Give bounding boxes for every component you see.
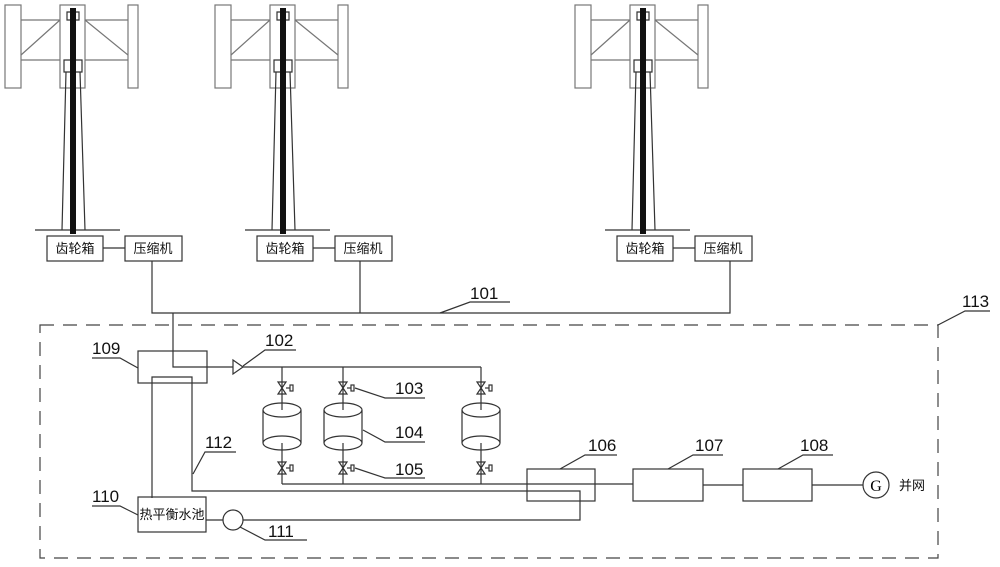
- label-104: 104: [395, 423, 423, 442]
- gearbox-label: 齿轮箱: [625, 241, 664, 256]
- grid-connection-text: 并网: [899, 478, 925, 493]
- gearbox-label: 齿轮箱: [55, 241, 94, 256]
- blade: [214, 4, 232, 89]
- tower: [35, 71, 120, 231]
- unit-108: [742, 468, 813, 502]
- generator: [862, 471, 890, 499]
- valve-icon: [337, 381, 349, 395]
- blade: [574, 4, 592, 89]
- blade-struts: [230, 19, 339, 61]
- system-boundary-113: [39, 324, 939, 559]
- label-107: 107: [695, 436, 723, 455]
- valve-icon: [475, 381, 487, 395]
- gas-tank-branch: [262, 367, 302, 484]
- gas-tank-branch: [323, 367, 363, 484]
- unit-107: [632, 468, 704, 502]
- main-pipe-101: [151, 261, 731, 368]
- blade: [697, 4, 709, 89]
- leader-101: [439, 301, 510, 314]
- label-112: 112: [205, 433, 232, 452]
- gas-tank: [262, 410, 302, 443]
- pump-111: [222, 509, 244, 531]
- gearbox-label: 齿轮箱: [265, 241, 304, 256]
- compressor-label: 压缩机: [133, 241, 172, 256]
- blade: [4, 4, 22, 89]
- valve-icon: [475, 461, 487, 475]
- wind-turbine: 齿轮箱 压缩机: [214, 4, 393, 262]
- blade: [337, 4, 349, 89]
- shaft: [70, 8, 76, 234]
- valve-icon: [276, 461, 288, 475]
- water-pipe-112: [151, 376, 581, 521]
- blade-struts: [20, 19, 129, 61]
- blade: [127, 4, 139, 89]
- label-111: 111: [268, 522, 294, 541]
- tower: [605, 71, 690, 231]
- label-110: 110: [92, 487, 119, 506]
- label-105: 105: [395, 460, 423, 479]
- check-valve-102: [232, 358, 245, 376]
- pool-text: 热平衡水池: [139, 507, 204, 522]
- valve-icon: [276, 381, 288, 395]
- collector-pipe: [282, 483, 863, 486]
- shaft: [280, 8, 286, 234]
- label-102: 102: [265, 331, 293, 350]
- compressor-label: 压缩机: [703, 241, 742, 256]
- label-106: 106: [588, 436, 616, 455]
- gas-tank: [461, 410, 501, 443]
- generator-symbol: G: [870, 478, 882, 495]
- gas-tank: [323, 410, 363, 443]
- label-108: 108: [800, 436, 828, 455]
- compressor-label: 压缩机: [343, 241, 382, 256]
- unit-109: [137, 350, 208, 384]
- heat-exchanger-106: [526, 468, 596, 502]
- gas-tank-branch: [461, 367, 501, 484]
- valve-icon: [337, 461, 349, 475]
- label-109: 109: [92, 339, 120, 358]
- blade-struts: [590, 19, 699, 61]
- label-103: 103: [395, 379, 423, 398]
- shaft: [640, 8, 646, 234]
- tower: [245, 71, 330, 231]
- wind-turbine: 齿轮箱 压缩机: [574, 4, 753, 262]
- label-113: 113: [962, 292, 989, 311]
- wind-turbine: 齿轮箱 压缩机: [4, 4, 183, 262]
- label-101: 101: [470, 284, 498, 303]
